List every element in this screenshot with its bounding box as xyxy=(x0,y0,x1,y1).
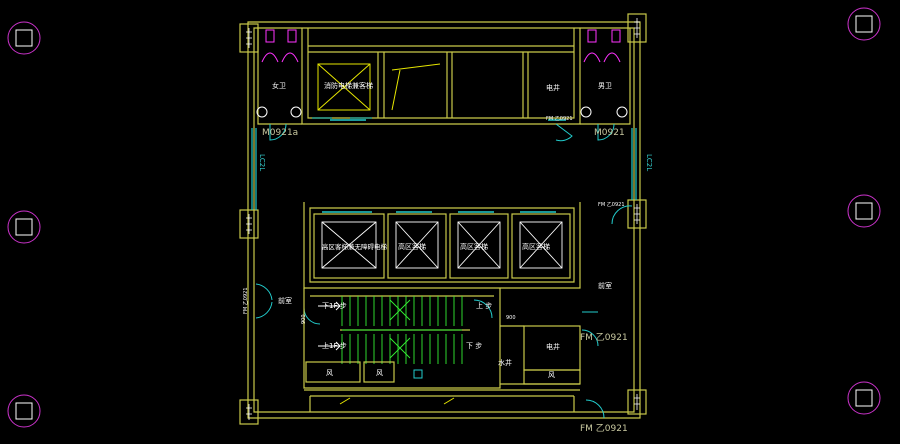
door-tag-fm-lobby-right: FM 乙0921 xyxy=(598,202,625,208)
room-label-mens-wc: 男卫 xyxy=(598,82,612,90)
grid-marker-left-mid xyxy=(7,210,41,244)
grid-marker-left-bottom xyxy=(7,394,41,428)
room-label-womens-wc: 女卫 xyxy=(272,82,286,90)
corridor-glass xyxy=(251,128,637,210)
grid-marker-right-bottom xyxy=(847,381,881,415)
grid-marker-right-mid xyxy=(847,194,881,228)
elevator-bank xyxy=(303,202,581,289)
room-label-electrical-shaft-top: 电井 xyxy=(546,84,560,92)
lower-details xyxy=(339,369,455,405)
column-hatch xyxy=(246,18,640,420)
lower-shafts xyxy=(304,325,581,412)
room-label-lobby-left: 前室 xyxy=(278,297,292,305)
wc-doors xyxy=(269,123,615,142)
grid-markers xyxy=(7,7,881,428)
lobby-doors xyxy=(255,205,633,419)
dim-tag-right: 900 xyxy=(506,315,516,321)
stair-label-down-lower: 下 步 xyxy=(466,342,483,350)
stair-arrows xyxy=(318,301,341,351)
grid-marker-left-top xyxy=(7,21,41,55)
door-tag-fm-elec: FM 乙0921 xyxy=(546,116,573,122)
door-tag-right-wc: M0921 xyxy=(594,128,625,138)
stair-treads xyxy=(341,296,463,364)
door-tag-fm-lower-right: FM 乙0921 xyxy=(580,333,628,343)
door-tag-left-wc: M0921a xyxy=(262,128,299,138)
room-label-electrical-shaft-bottom: 电井 xyxy=(546,343,560,351)
wc-blocks xyxy=(257,28,631,125)
stair-label-up-lower: 上1F 步 xyxy=(322,342,347,350)
top-core xyxy=(301,28,581,125)
dim-tag-left: 900 xyxy=(301,314,307,324)
glass-tag-right-corridor: LC2L xyxy=(645,154,653,172)
glass-tag-left-corridor: LC2L xyxy=(258,154,266,172)
room-label-elevator-3: 高区客梯 xyxy=(460,243,488,251)
wc-fixtures xyxy=(261,29,621,63)
top-core-interior xyxy=(312,63,441,119)
stair-label-down-upper: 上 步 xyxy=(476,302,493,310)
room-label-elevator-accessible: 高区客梯兼无障碍电梯 xyxy=(322,243,387,251)
room-label-elevator-2: 高区客梯 xyxy=(398,243,426,251)
elevator-cars xyxy=(321,221,563,269)
room-label-duct-3: 风 xyxy=(548,371,555,379)
room-label-duct-1: 风 xyxy=(326,369,333,377)
room-label-lobby-right: 前室 xyxy=(598,282,612,290)
room-label-fire-elevator: 消防电梯兼客梯 xyxy=(324,82,373,90)
wc-basins xyxy=(256,106,628,118)
door-tag-fm-bottom: FM 乙0921 xyxy=(580,424,628,434)
outer-walls xyxy=(239,13,647,425)
room-label-water-shaft: 水井 xyxy=(498,359,512,367)
stair-label-up-upper: 下1F 步 xyxy=(322,302,347,310)
room-label-elevator-4: 高区客梯 xyxy=(522,243,550,251)
grid-marker-right-top xyxy=(847,7,881,41)
room-label-duct-2: 风 xyxy=(376,369,383,377)
door-tag-fm-lobby-left: FM 乙0921 xyxy=(243,287,249,314)
